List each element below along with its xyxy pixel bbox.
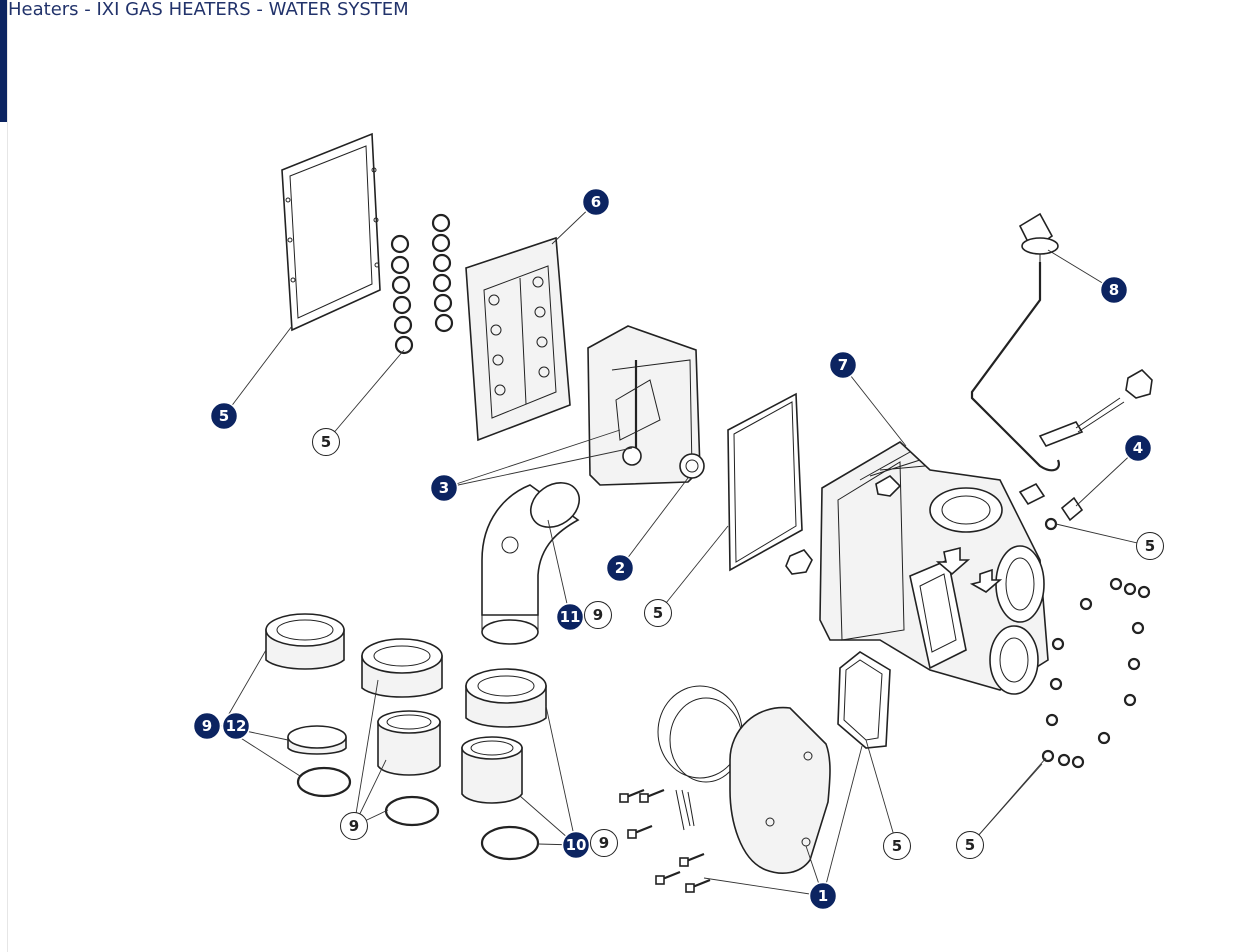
left-divider: [7, 0, 8, 952]
callout-c3: 3: [429, 473, 459, 503]
o-ring-column-right: [431, 213, 454, 333]
callout-label: 9: [599, 834, 609, 852]
callout-label: 1: [818, 887, 828, 905]
callout-label: 10: [566, 836, 587, 854]
callout-c9-elbow: 9: [584, 601, 612, 629]
union-nut-left: [265, 613, 345, 670]
callout-circle: [209, 401, 239, 431]
callout-circle: [590, 829, 618, 857]
callout-c9-union: 9: [192, 711, 222, 741]
frame-gasket: [727, 392, 803, 572]
callout-label: 5: [965, 836, 975, 854]
callout-label: 4: [1133, 439, 1143, 457]
o-ring-column-left: [390, 234, 414, 355]
callout-c5-gasket: 5: [209, 401, 239, 431]
callout-label: 6: [591, 193, 601, 211]
small-o-ring-set: [1041, 577, 1151, 769]
callout-c1: 1: [808, 881, 838, 911]
callout-circle: [1136, 532, 1164, 560]
callout-label: 5: [653, 604, 663, 622]
tail-piece-middle: [377, 710, 441, 776]
callout-c5-frame: 5: [644, 599, 672, 627]
header-plate: [465, 236, 571, 442]
callout-circle: [808, 881, 838, 911]
callout-circle: [555, 602, 585, 632]
callout-circle: [221, 711, 251, 741]
callout-c11: 11: [555, 602, 585, 632]
callout-circle: [1099, 275, 1129, 305]
end-cap: [287, 725, 347, 755]
callout-circle: [828, 350, 858, 380]
callout-label: 11: [560, 608, 581, 626]
heat-exchanger-cover: [657, 685, 831, 874]
callout-c5-orings: 5: [312, 428, 340, 456]
callout-c4: 4: [1123, 433, 1153, 463]
callout-c12: 12: [221, 711, 251, 741]
callout-label: 5: [1145, 537, 1155, 555]
callout-label: 9: [349, 817, 359, 835]
callout-c6: 6: [581, 187, 611, 217]
callout-label: 8: [1109, 281, 1119, 299]
callout-label: 5: [892, 837, 902, 855]
callout-circle: [340, 812, 368, 840]
callout-label: 2: [615, 559, 625, 577]
elbow-pipe: [481, 482, 580, 645]
temperature-probe: [1038, 369, 1153, 447]
callout-circle: [605, 553, 635, 583]
callout-circle: [883, 832, 911, 860]
accent-bar: [0, 0, 7, 122]
callout-circle: [312, 428, 340, 456]
callout-label: 12: [226, 717, 247, 735]
union-o-rings: [296, 766, 540, 861]
callout-c8: 8: [1099, 275, 1129, 305]
callout-circle: [192, 711, 222, 741]
page-title: Heaters - IXI GAS HEATERS - WATER SYSTEM: [8, 0, 409, 20]
callout-c7: 7: [828, 350, 858, 380]
small-gasket: [837, 651, 891, 749]
callout-label: 7: [838, 356, 848, 374]
callout-c9-tail: 9: [590, 829, 618, 857]
screw-set: [619, 788, 711, 893]
pressure-switch: [970, 212, 1060, 506]
callout-circle: [581, 187, 611, 217]
callout-c5-washer: 5: [1136, 532, 1164, 560]
callout-circle: [561, 830, 591, 860]
large-gasket: [281, 132, 381, 332]
callout-label: 5: [321, 433, 331, 451]
callout-label: 9: [593, 606, 603, 624]
drain-plug: [1044, 496, 1084, 531]
callout-c9-nuts: 9: [340, 812, 368, 840]
union-nut-middle: [361, 638, 443, 698]
callout-circle: [584, 601, 612, 629]
bypass-valve-housing: [587, 325, 705, 486]
callout-label: 5: [219, 407, 229, 425]
callout-label: 3: [439, 479, 449, 497]
callout-circle: [429, 473, 459, 503]
union-nut-right: [465, 668, 547, 728]
callout-circle: [956, 831, 984, 859]
callout-circle: [1123, 433, 1153, 463]
callout-label: 9: [202, 717, 212, 735]
callout-c5-small-gasket: 5: [883, 832, 911, 860]
tail-piece-right: [461, 736, 523, 804]
main-manifold: [785, 441, 1049, 695]
callout-c5-small-orings: 5: [956, 831, 984, 859]
callout-layer: 5 5 6 3 2 11 9 5 7 8 4 5 9 12 9 10 9 1 5 5: [192, 187, 1164, 911]
callout-c2: 2: [605, 553, 635, 583]
callout-circle: [644, 599, 672, 627]
callout-c10: 10: [561, 830, 591, 860]
